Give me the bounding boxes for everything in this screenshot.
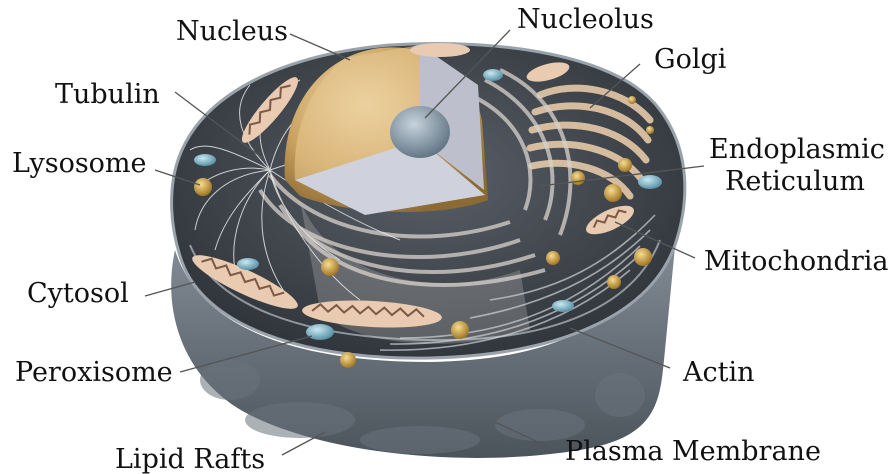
label-lysosome: Lysosome [12,148,147,179]
label-actin: Actin [682,357,755,388]
label-nucleolus: Nucleolus [517,4,654,35]
label-tubulin: Tubulin [55,79,160,110]
label-plasma-membrane: Plasma Membrane [565,436,821,467]
label-nucleus: Nucleus [176,16,288,47]
label-golgi: Golgi [654,44,727,75]
nucleolus [390,106,450,158]
label-er-line2: Reticulum [725,166,865,197]
label-mitochondria: Mitochondria [704,246,888,277]
label-cytosol: Cytosol [27,278,129,309]
label-er-line1: Endoplasmic [709,134,885,165]
label-lipid-rafts: Lipid Rafts [115,444,265,474]
label-peroxisome: Peroxisome [15,357,173,388]
